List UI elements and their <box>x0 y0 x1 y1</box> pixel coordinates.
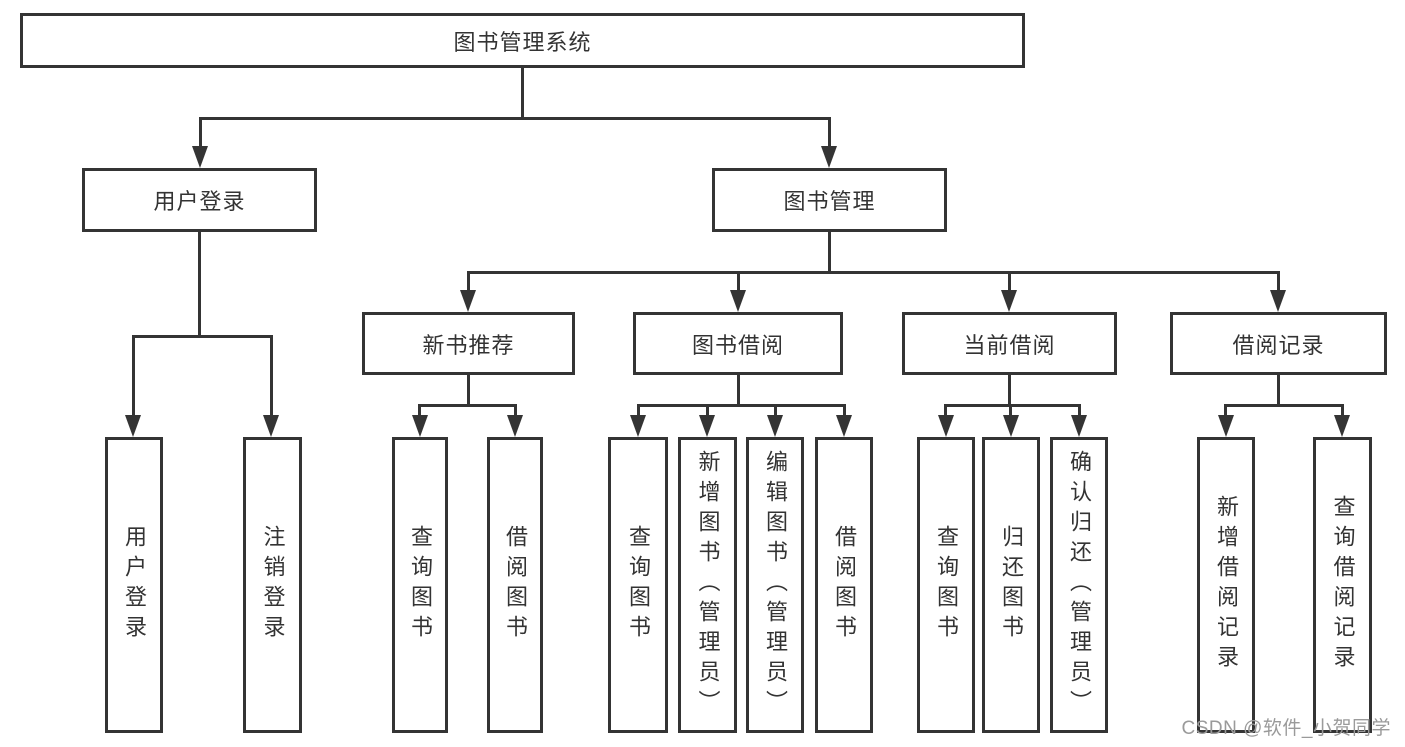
connector-line <box>637 404 846 407</box>
leaf-query-borrow-record: 查询借阅记录 <box>1313 437 1372 733</box>
connector-line <box>514 404 517 417</box>
leaf-query-books-borrowing: 查询图书 <box>608 437 668 733</box>
leaf-label: 借阅图书 <box>503 525 528 645</box>
connector-line <box>521 68 524 119</box>
arrow-down-icon <box>1334 415 1350 437</box>
connector-line <box>1008 375 1011 407</box>
connector-line <box>418 404 421 417</box>
connector-line <box>418 404 517 407</box>
arrow-down-icon <box>1071 415 1087 437</box>
connector-line <box>270 335 273 417</box>
leaf-label: 新增借阅记录 <box>1214 495 1239 675</box>
connector-line <box>199 117 202 149</box>
arrow-down-icon <box>507 415 523 437</box>
arrow-down-icon <box>1001 290 1017 312</box>
leaf-edit-book-admin: 编辑图书（管理员） <box>746 437 804 733</box>
connector-line <box>828 232 831 274</box>
connector-line <box>706 404 709 417</box>
arrow-down-icon <box>192 146 208 168</box>
leaf-label: 编辑图书（管理员） <box>763 450 788 720</box>
connector-line <box>1008 271 1011 293</box>
leaf-label: 新增图书（管理员） <box>695 450 721 720</box>
leaf-query-books-current: 查询图书 <box>917 437 975 733</box>
connector-line <box>1224 404 1344 407</box>
connector-line <box>737 375 740 407</box>
leaf-label: 注销登录 <box>260 525 286 645</box>
leaf-query-books-recommend: 查询图书 <box>392 437 448 733</box>
connector-line <box>1224 404 1227 417</box>
connector-line <box>198 232 201 338</box>
connector-line <box>199 117 831 120</box>
connector-line <box>467 375 470 407</box>
arrow-down-icon <box>938 415 954 437</box>
connector-line <box>637 404 640 417</box>
arrow-down-icon <box>125 415 141 437</box>
node-label: 用户登录 <box>153 189 246 214</box>
connector-line <box>1078 404 1081 417</box>
connector-line <box>944 404 947 417</box>
connector-line <box>467 271 470 293</box>
arrow-down-icon <box>730 290 746 312</box>
leaf-label: 查询图书 <box>408 525 433 645</box>
node-library-management-system: 图书管理系统 <box>20 13 1025 68</box>
arrow-down-icon <box>836 415 852 437</box>
node-borrow-records: 借阅记录 <box>1170 312 1387 375</box>
node-label: 当前借阅 <box>963 332 1056 358</box>
node-label: 图书管理 <box>783 189 876 214</box>
arrow-down-icon <box>767 415 783 437</box>
node-book-borrowing: 图书借阅 <box>633 312 843 375</box>
arrow-down-icon <box>630 415 646 437</box>
csdn-watermark: CSDN @软件_小贺同学 <box>1181 718 1391 739</box>
leaf-logout: 注销登录 <box>243 437 302 733</box>
arrow-down-icon <box>412 415 428 437</box>
arrow-down-icon <box>263 415 279 437</box>
arrow-down-icon <box>1270 290 1286 312</box>
node-label: 图书借阅 <box>691 332 784 358</box>
arrow-down-icon <box>699 415 715 437</box>
connector-line <box>737 271 740 293</box>
leaf-label: 归还图书 <box>999 525 1024 645</box>
leaf-borrow-books-recommend: 借阅图书 <box>487 437 543 733</box>
connector-line <box>1277 271 1280 293</box>
node-book-management: 图书管理 <box>712 168 947 232</box>
leaf-label: 确认归还（管理员） <box>1067 450 1092 720</box>
connector-line <box>132 335 135 417</box>
node-label: 借阅记录 <box>1232 332 1325 358</box>
leaf-label: 查询图书 <box>626 525 651 645</box>
node-label: 新书推荐 <box>422 332 515 358</box>
leaf-label: 用户登录 <box>122 525 147 645</box>
leaf-return-book: 归还图书 <box>982 437 1040 733</box>
leaf-label: 借阅图书 <box>832 525 857 645</box>
connector-line <box>1341 404 1344 417</box>
connector-line <box>828 117 831 149</box>
connector-line <box>467 271 1280 274</box>
leaf-add-book-admin: 新增图书（管理员） <box>678 437 737 733</box>
connector-line <box>132 335 273 338</box>
connector-line <box>1009 404 1012 417</box>
leaf-confirm-return-admin: 确认归还（管理员） <box>1050 437 1108 733</box>
leaf-user-login: 用户登录 <box>105 437 163 733</box>
leaf-label: 查询图书 <box>934 525 959 645</box>
connector-line <box>843 404 846 417</box>
leaf-borrow-books-borrowing: 借阅图书 <box>815 437 873 733</box>
arrow-down-icon <box>1003 415 1019 437</box>
leaf-label: 查询借阅记录 <box>1330 495 1356 675</box>
leaf-add-borrow-record: 新增借阅记录 <box>1197 437 1255 733</box>
node-user-login: 用户登录 <box>82 168 317 232</box>
node-label: 图书管理系统 <box>453 29 592 55</box>
arrow-down-icon <box>460 290 476 312</box>
connector-line <box>944 404 1081 407</box>
arrow-down-icon <box>1218 415 1234 437</box>
connector-line <box>774 404 777 417</box>
node-new-book-recommend: 新书推荐 <box>362 312 575 375</box>
arrow-down-icon <box>821 146 837 168</box>
node-current-borrowing: 当前借阅 <box>902 312 1117 375</box>
connector-line <box>1277 375 1280 407</box>
